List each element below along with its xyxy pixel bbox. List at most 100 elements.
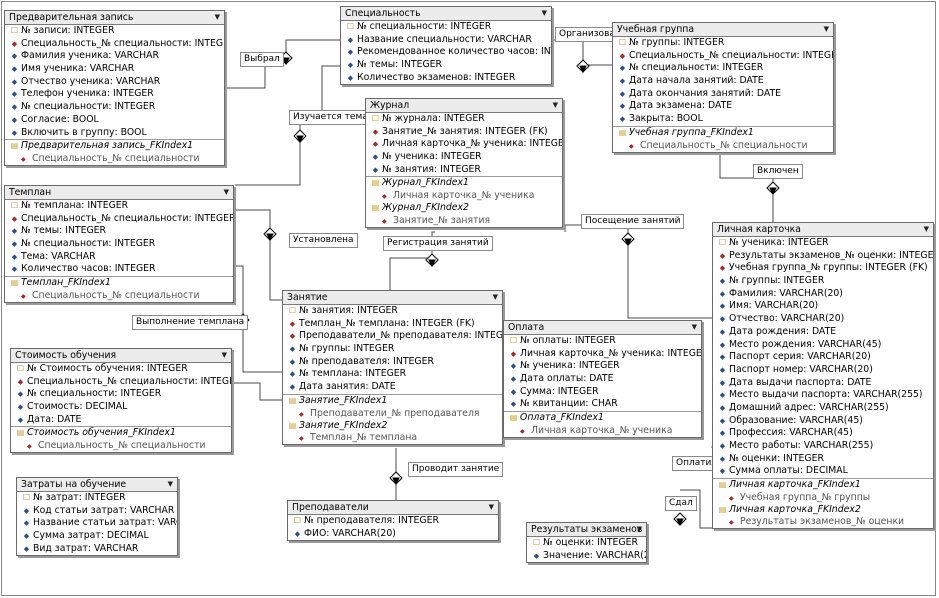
attribute-row: ◆Название статьи затрат: VARCHAR — [17, 517, 177, 530]
index-row: ▤Стоимость обучения_FKIndex1 — [11, 427, 231, 440]
field-text: Специальность_№ специальности: INTEGER (… — [21, 212, 233, 224]
attribute-icon: ◆ — [719, 391, 726, 400]
attribute-row: ◆№ темы: INTEGER — [5, 225, 233, 238]
dropdown-arrow-icon[interactable]: ▼ — [492, 293, 498, 301]
attribute-icon: ◆ — [510, 387, 517, 396]
attribute-row: ◆Место работы: VARCHAR(255) — [713, 440, 933, 453]
relation-label: Установлена — [289, 233, 358, 248]
attribute-icon: ◆ — [11, 65, 18, 74]
foreign-key-row: ◆Личная карточка_№ ученика: INTEGER (FK) — [504, 348, 701, 361]
dropdown-arrow-icon[interactable]: ▼ — [823, 25, 829, 33]
foreign-key-icon: ◆ — [21, 155, 26, 163]
entity-training-expenses[interactable]: Затраты на обучение▼☐№ затрат: INTEGER◆К… — [16, 477, 178, 557]
field-text: Темплан_№ темплана: INTEGER (FK) — [299, 317, 475, 329]
attribute-row: ◆Дата: DATE — [11, 414, 231, 427]
attribute-row: ◆№ специальности: INTEGER — [613, 62, 833, 75]
attribute-row: ◆№ специальности: INTEGER — [11, 388, 231, 401]
index-column-text: Специальность_№ специальности — [38, 440, 206, 452]
foreign-key-icon: ◆ — [629, 142, 634, 150]
index-folder-icon: ▤ — [509, 413, 518, 423]
entity-title-text: Занятие — [287, 292, 328, 303]
attribute-row: ◆Название специальности: VARCHAR — [341, 34, 551, 47]
attribute-icon: ◆ — [347, 73, 354, 82]
relation-label: Сдал — [665, 496, 697, 511]
field-text: Сумма затрат: DECIMAL — [33, 530, 149, 542]
dropdown-arrow-icon[interactable]: ▼ — [691, 323, 697, 331]
dropdown-arrow-icon[interactable]: ▼ — [923, 225, 929, 233]
entity-tuition-cost[interactable]: Стоимость обучения▼☐№ Стоимость обучения… — [10, 348, 232, 454]
foreign-key-icon: ◆ — [520, 427, 525, 435]
dropdown-arrow-icon[interactable]: ▼ — [221, 351, 227, 359]
entity-specialty[interactable]: Специальность▼☐№ специальности: INTEGER◆… — [340, 6, 552, 86]
field-text: № темплана: INTEGER — [21, 200, 129, 211]
entity-teachers[interactable]: Преподаватели▼☐№ преподавателя: INTEGER◆… — [287, 500, 499, 542]
key-icon: ☐ — [618, 38, 627, 47]
index-row: ▤Занятие_FKIndex2 — [283, 420, 502, 433]
attribute-icon: ◆ — [619, 115, 626, 124]
index-column-row: ◆Специальность_№ специальности — [5, 153, 224, 165]
attribute-row: ◆Стоимость: DECIMAL — [11, 401, 231, 414]
index-column-row: ◆Личная карточка_№ ученика — [504, 425, 701, 437]
index-name: Личная карточка_FKIndex2 — [729, 503, 861, 515]
index-folder-icon: ▤ — [371, 178, 380, 188]
index-separator — [366, 176, 562, 178]
attribute-icon: ◆ — [17, 390, 24, 399]
foreign-key-icon: ◆ — [729, 494, 734, 502]
attribute-icon: ◆ — [294, 529, 301, 538]
foreign-key-icon: ◆ — [719, 251, 726, 260]
key-icon: ☐ — [10, 201, 19, 210]
attribute-icon: ◆ — [619, 64, 626, 73]
dropdown-arrow-icon[interactable]: ▼ — [541, 9, 547, 17]
attribute-icon: ◆ — [11, 90, 18, 99]
attribute-row: ◆Фамилия ученика: VARCHAR — [5, 50, 224, 63]
attribute-icon: ◆ — [23, 544, 30, 553]
entity-title-text: Учебная группа — [617, 24, 695, 35]
field-text: № оценки: INTEGER — [729, 452, 824, 464]
field-text: № преподавателя: INTEGER — [299, 355, 434, 367]
attribute-row: ◆Фамилия: VARCHAR(20) — [713, 288, 933, 301]
entity-payment[interactable]: Оплата▼☐№ оплаты: INTEGER◆Личная карточк… — [503, 320, 702, 438]
dropdown-arrow-icon[interactable]: ▼ — [636, 525, 642, 533]
field-text: № специальности: INTEGER — [27, 388, 162, 400]
dropdown-arrow-icon[interactable]: ▼ — [167, 480, 173, 488]
dropdown-arrow-icon[interactable]: ▼ — [552, 101, 558, 109]
dropdown-arrow-icon[interactable]: ▼ — [223, 188, 229, 196]
foreign-key-row: ◆Специальность_№ специальности: INTEGER … — [5, 213, 233, 226]
entity-study-group[interactable]: Учебная группа▼☐№ группы: INTEGER◆Специа… — [612, 22, 834, 153]
attribute-row: ◆Место рождения: VARCHAR(45) — [713, 339, 933, 352]
primary-key-row: ☐№ затрат: INTEGER — [17, 492, 177, 505]
entity-templan[interactable]: Темплан▼☐№ темплана: INTEGER ◆Специальнос… — [4, 185, 234, 303]
foreign-key-row: ◆Специальность_№ специальности: INTEGER … — [11, 376, 231, 389]
entity-personal-card[interactable]: Личная карточка▼☐№ ученика: INTEGER◆Резу… — [712, 222, 934, 530]
attribute-row: ◆Паспорт серия: VARCHAR(20) — [713, 351, 933, 364]
entity-lesson[interactable]: Занятие▼☐№ занятия: INTEGER◆Темплан_№ те… — [282, 290, 503, 446]
attribute-icon: ◆ — [347, 35, 354, 44]
entity-title: Результаты экзаменов▼ — [527, 523, 646, 537]
index-folder-icon: ▤ — [618, 127, 627, 137]
field-text: Место работы: VARCHAR(255) — [729, 440, 874, 451]
primary-key-row: ☐№ ученика: INTEGER — [713, 237, 933, 250]
dropdown-arrow-icon[interactable]: ▼ — [214, 13, 220, 21]
field-text: Домашний адрес: VARCHAR(255) — [729, 401, 889, 413]
index-separator — [11, 426, 231, 428]
field-text: № преподавателя: INTEGER — [304, 515, 439, 526]
primary-key-row: ☐№ группы: INTEGER — [613, 37, 833, 50]
entity-pre-registration[interactable]: Предварительная запись▼☐№ записи: INTEGE… — [4, 10, 225, 166]
field-text: № занятия: INTEGER — [382, 163, 481, 175]
entity-title: Темплан▼ — [5, 186, 233, 200]
field-text: Название специальности: VARCHAR — [357, 33, 532, 45]
attribute-row: ◆№ специальности: INTEGER — [5, 101, 224, 114]
relation-label: Выполнение темплана — [132, 315, 249, 330]
index-column-text: Учебная группа_№ группы — [740, 491, 871, 503]
attribute-icon: ◆ — [11, 227, 18, 236]
index-column-row: ◆Результаты экзаменов_№ оценки — [713, 516, 933, 528]
field-text: № оценки: INTEGER — [543, 537, 638, 548]
attribute-row: ◆Количество часов: INTEGER — [5, 263, 233, 276]
entity-journal[interactable]: Журнал▼☐№ журнала: INTEGER◆Занятие_№ зан… — [365, 98, 563, 228]
attribute-row: ◆Дата рождения: DATE — [713, 326, 933, 339]
entity-exam-results[interactable]: Результаты экзаменов▼☐№ оценки: INTEGER◆… — [526, 522, 647, 564]
field-text: Отчество: VARCHAR(20) — [729, 313, 845, 325]
foreign-key-icon: ◆ — [619, 51, 626, 60]
dropdown-arrow-icon[interactable]: ▼ — [488, 503, 494, 511]
key-icon: ☐ — [371, 114, 380, 123]
